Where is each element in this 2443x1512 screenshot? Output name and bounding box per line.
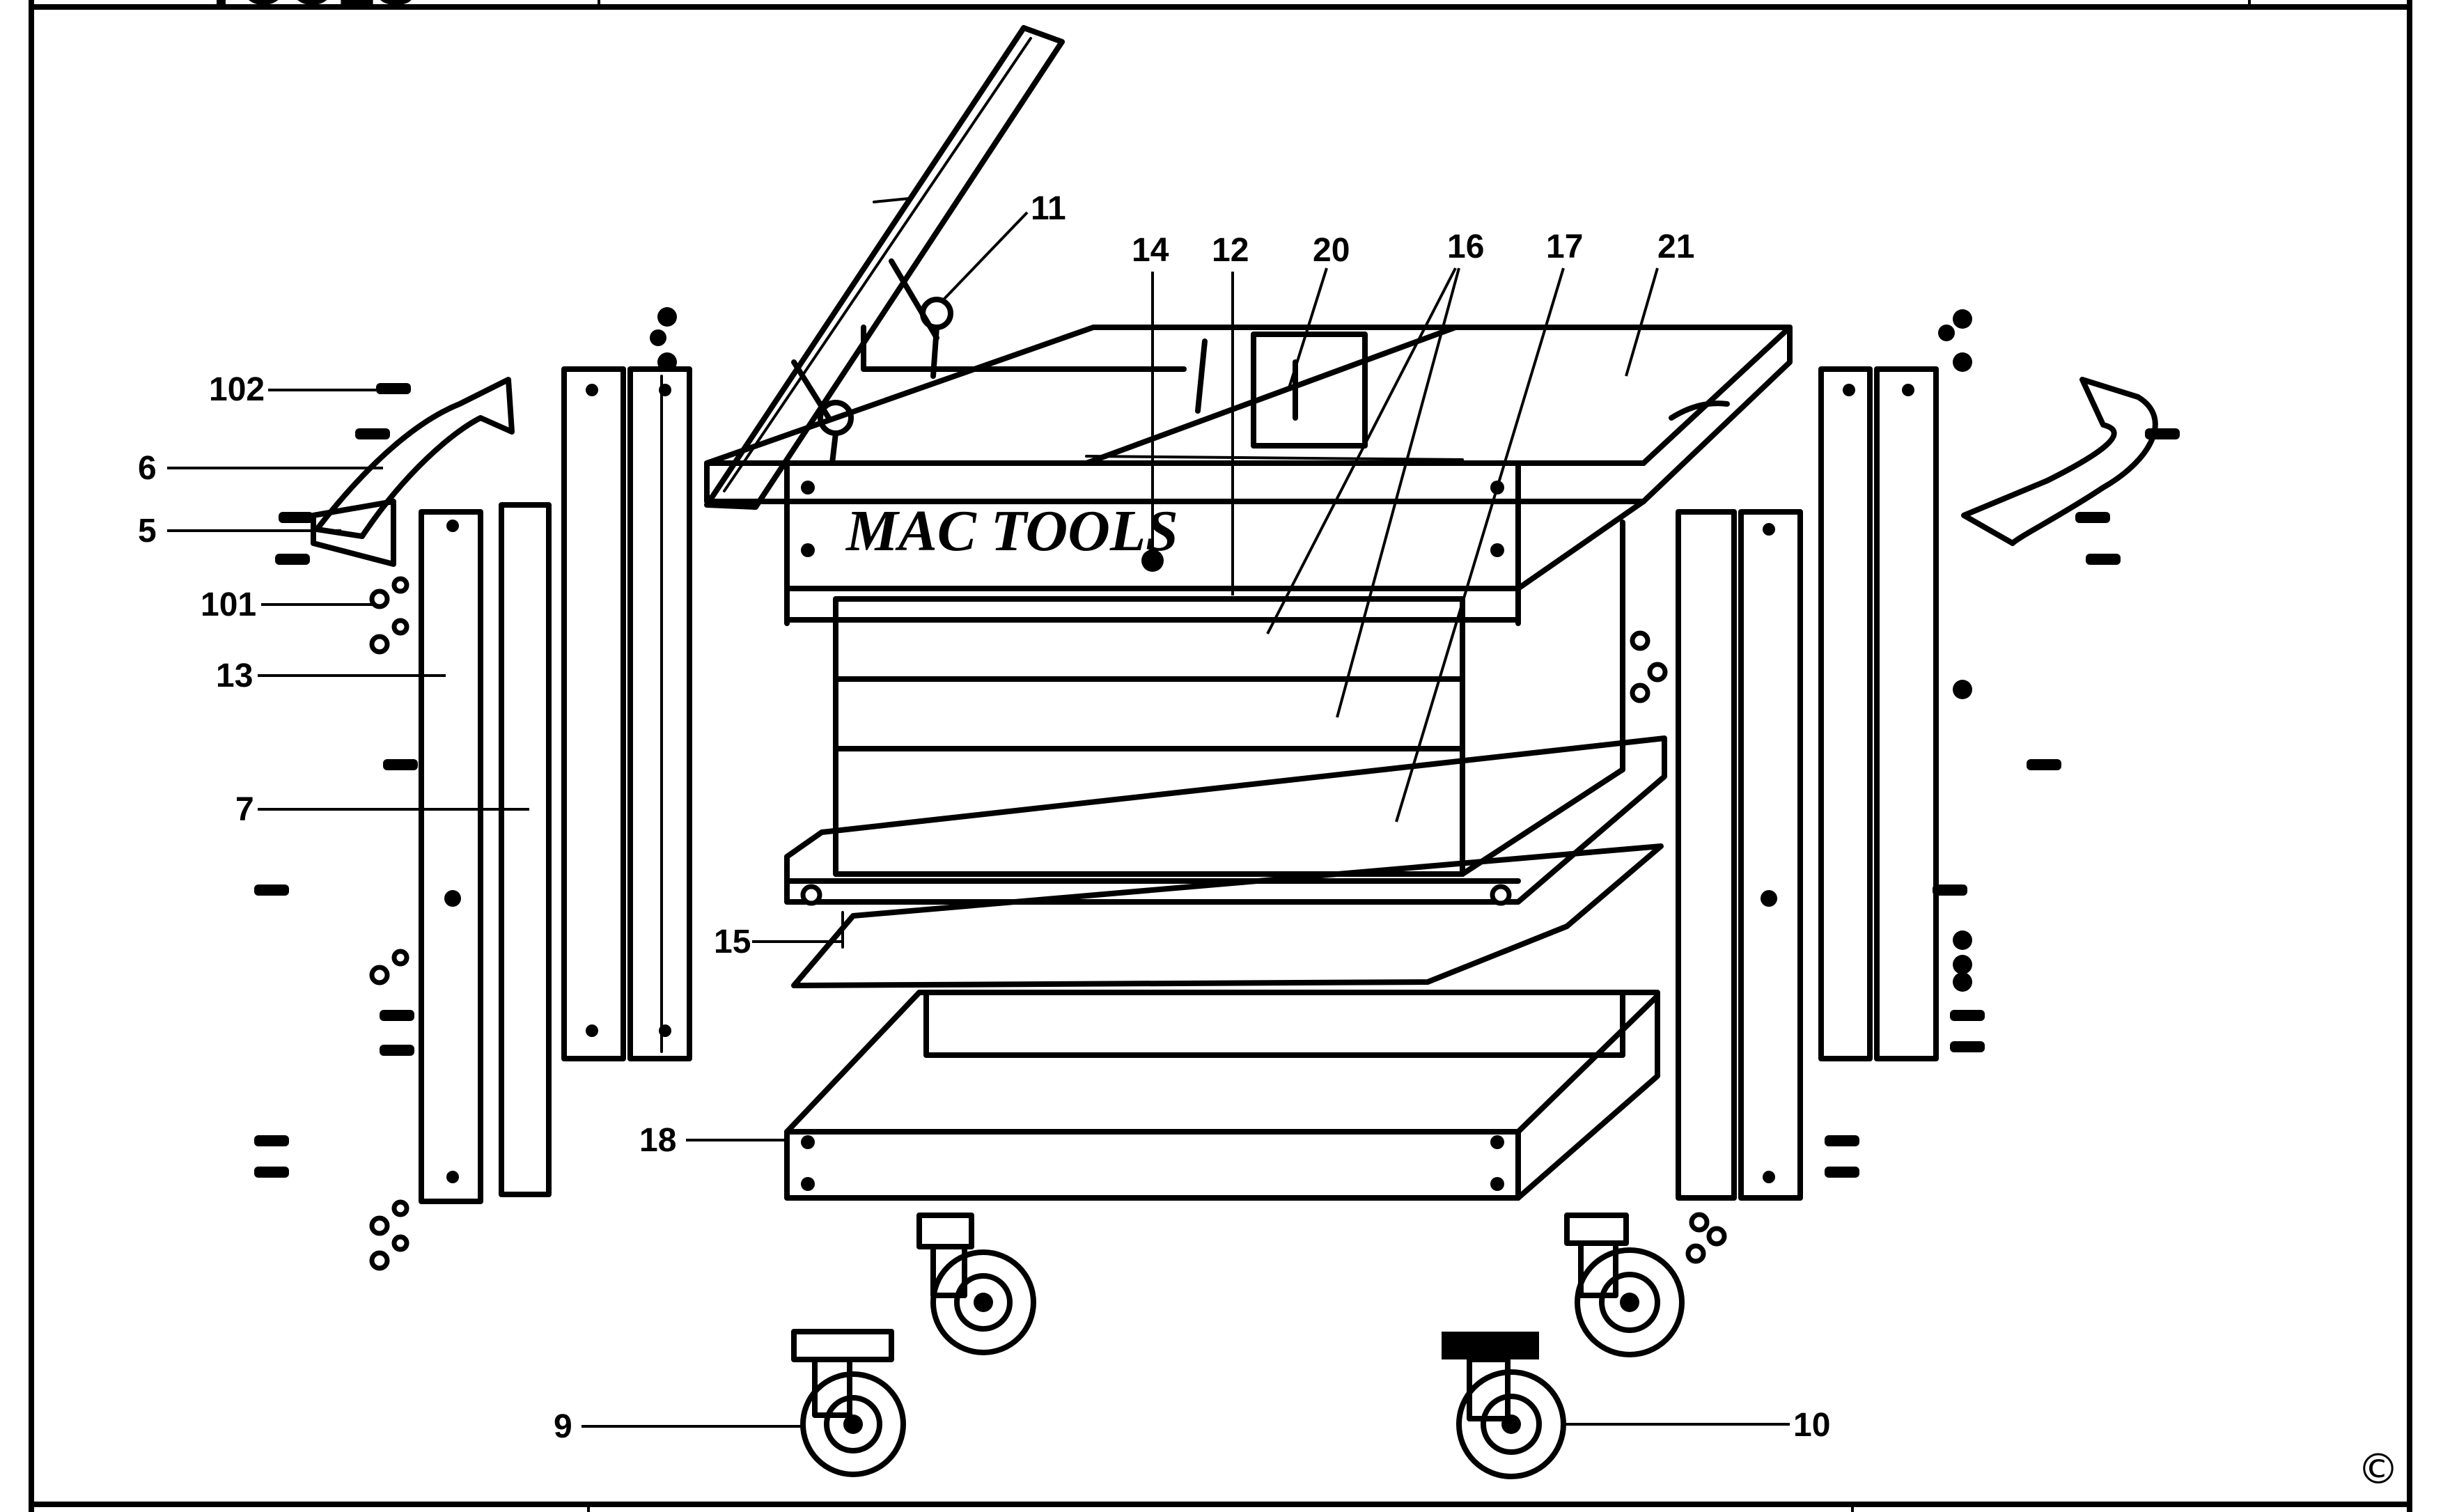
castor-fixed-front <box>791 1329 906 1477</box>
brand-nameplate: MAC TOOLS <box>845 499 1178 563</box>
callout-20: 20 <box>1313 232 1350 269</box>
cabinet-body: MAC TOOLS <box>784 460 1646 877</box>
callout-12: 12 <box>1212 232 1249 269</box>
drawing-frame <box>29 0 2412 1512</box>
castor-rear-right <box>1564 1213 1685 1357</box>
callout-17: 17 <box>1546 228 1583 265</box>
callout-labels: 102 6 5 101 13 7 15 18 9 10 11 14 12 20 … <box>138 190 1830 1445</box>
callout-18: 18 <box>639 1122 676 1159</box>
castor-braked-front <box>1442 1332 1566 1479</box>
callout-6: 6 <box>138 450 157 487</box>
callout-9: 9 <box>554 1408 572 1445</box>
callout-14: 14 <box>1132 232 1169 269</box>
callout-5: 5 <box>138 513 157 550</box>
lid-assembly <box>704 25 1065 510</box>
callout-102: 102 <box>209 371 265 408</box>
right-side-assembly <box>1676 366 2158 1201</box>
callout-10: 10 <box>1793 1407 1830 1444</box>
left-side-assembly <box>311 366 692 1204</box>
callout-101: 101 <box>201 586 256 623</box>
callout-11: 11 <box>1031 190 1066 227</box>
callout-13: 13 <box>216 657 253 694</box>
callout-leaders <box>167 211 1790 1428</box>
callout-7: 7 <box>235 791 254 828</box>
fastener-hardware <box>254 307 2180 1271</box>
header-logo-fragment: TOOLS <box>202 0 416 18</box>
callout-16: 16 <box>1447 228 1484 265</box>
callout-21: 21 <box>1657 228 1694 265</box>
copyright-mark: © <box>2357 1445 2399 1494</box>
castor-rear-left <box>916 1213 1036 1355</box>
shelves <box>784 735 1667 1201</box>
top-tray <box>704 325 1793 504</box>
callout-15: 15 <box>714 923 751 960</box>
